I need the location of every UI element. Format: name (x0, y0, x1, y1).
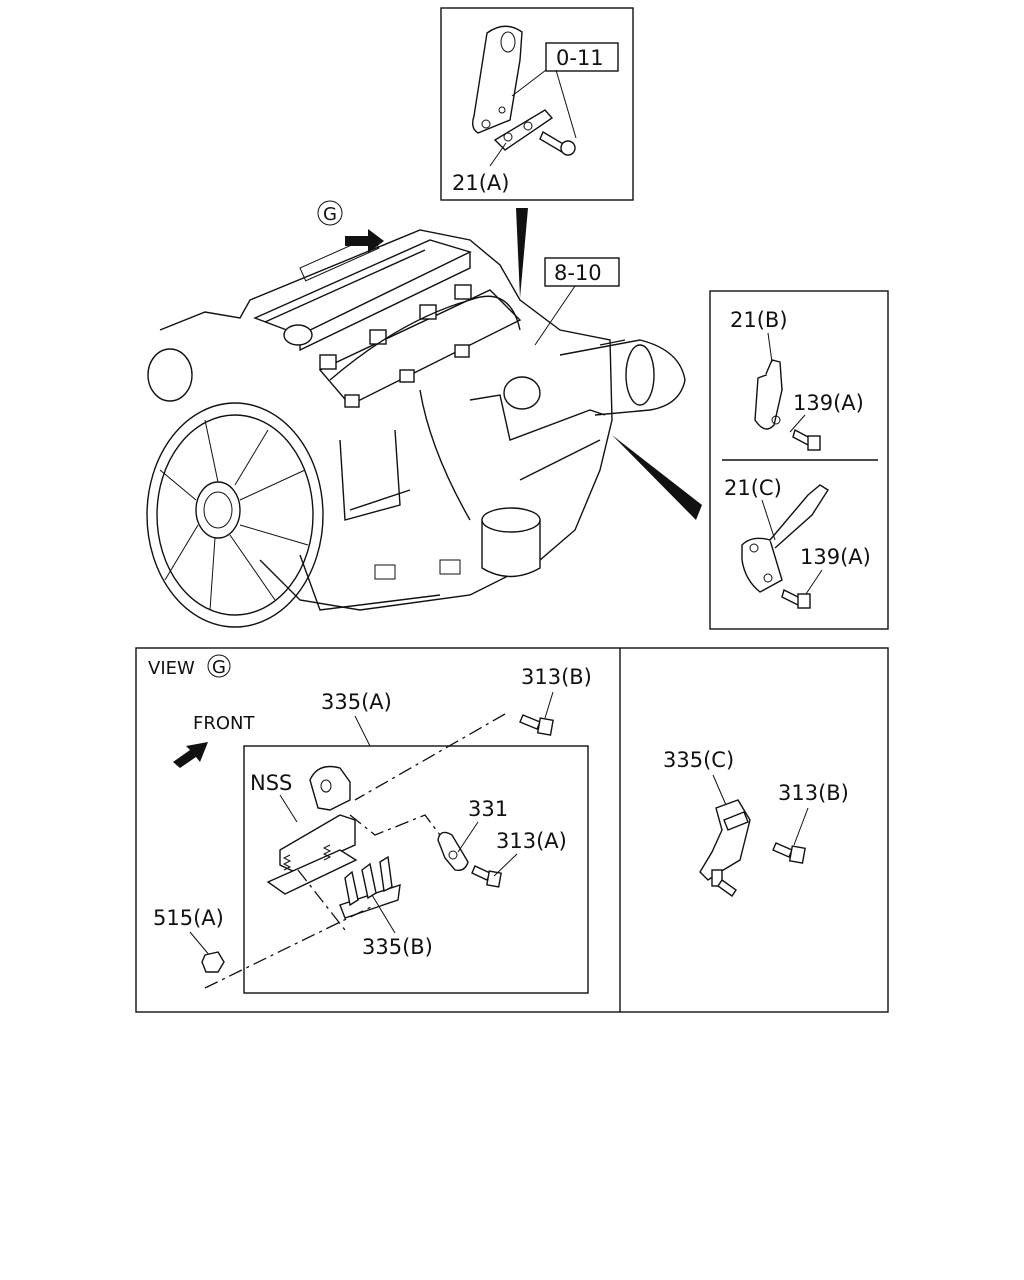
pointer-wedge-right (612, 435, 702, 520)
front-label: FRONT (193, 713, 255, 734)
front-arrow (173, 742, 208, 768)
top-detail-panel (440, 7, 634, 201)
right-detail-panel (709, 290, 889, 630)
callout-331: 331 (468, 797, 508, 821)
callout-21b: 21(B) (730, 308, 788, 332)
callout-313b-right: 313(B) (778, 781, 849, 805)
callout-21c: 21(C) (724, 476, 782, 500)
callout-nss: NSS (250, 771, 292, 795)
ref-8-10-box (544, 257, 620, 287)
view-g-title: VIEW (148, 658, 195, 679)
callout-515a: 515(A) (153, 906, 224, 930)
view-g-marker-letter: G (323, 204, 337, 225)
view-g-marker (317, 200, 343, 226)
callout-139a-upper: 139(A) (793, 391, 864, 415)
callout-335a: 335(A) (321, 690, 392, 714)
callout-313a: 313(A) (496, 829, 567, 853)
view-g-title-mark (207, 654, 231, 678)
pointer-wedge-top (516, 208, 528, 298)
engine-illustration (146, 229, 686, 628)
callout-335b: 335(B) (362, 935, 433, 959)
view-direction-arrow (345, 229, 384, 253)
ref-8-10-leader (534, 285, 576, 346)
callout-21a-top: 21(A) (452, 171, 509, 195)
callout-139a-lower: 139(A) (800, 545, 871, 569)
callout-335c: 335(C) (663, 748, 734, 772)
ref-0-11-box (545, 42, 619, 72)
ref-0-11-label: 0-11 (556, 46, 604, 70)
view-g-panel (135, 647, 889, 1013)
ref-8-10-label: 8-10 (554, 261, 602, 285)
view-g-title-letter: G (212, 657, 226, 678)
callout-313b-top: 313(B) (521, 665, 592, 689)
